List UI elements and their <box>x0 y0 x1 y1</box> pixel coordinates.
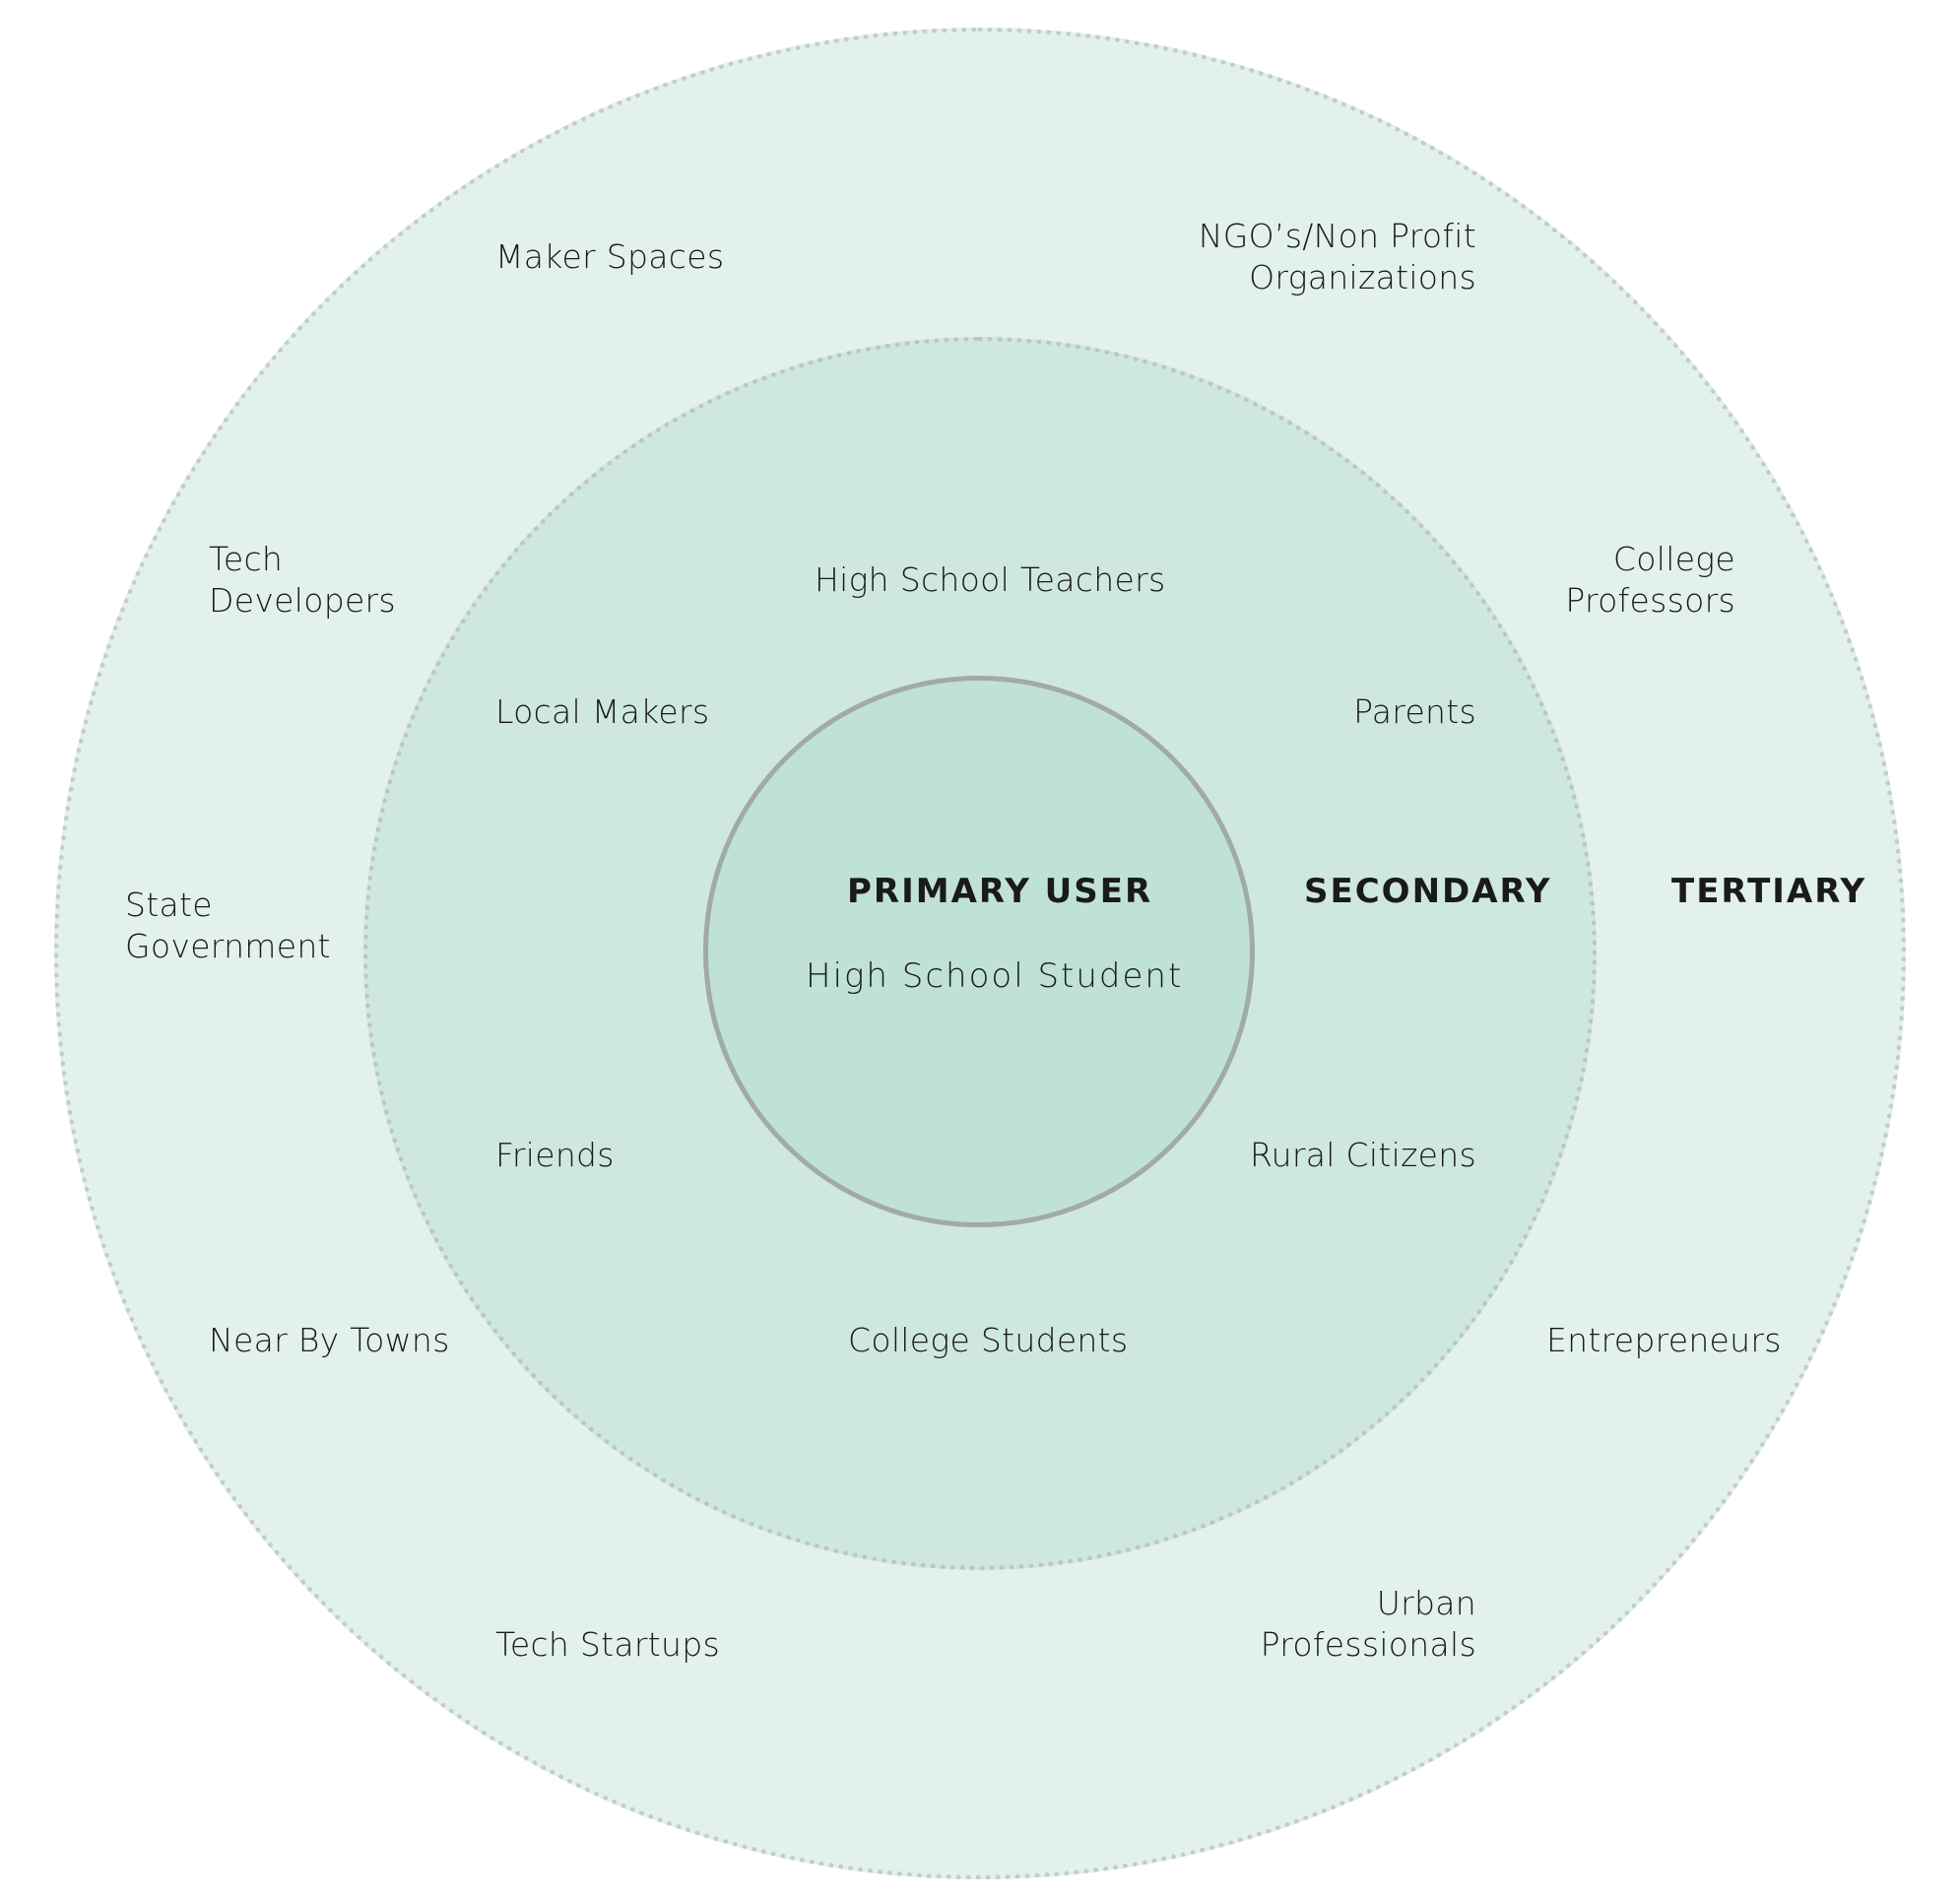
secondary-item-parents: Parents <box>1353 692 1476 731</box>
tertiary-item-maker-spaces: Maker Spaces <box>495 237 725 276</box>
primary-heading: PRIMARY USER <box>847 872 1153 911</box>
tertiary-item-urban-professionals: Urban Professionals <box>1260 1584 1476 1664</box>
secondary-item-rural-citizens: Rural Citizens <box>1249 1136 1476 1174</box>
tertiary-item-near-by-towns: Near By Towns <box>209 1321 450 1359</box>
secondary-heading: SECONDARY <box>1304 872 1552 911</box>
secondary-item-high-school-teachers: High School Teachers <box>815 560 1166 599</box>
tertiary-item-college-professors: College Professors <box>1565 540 1735 620</box>
tertiary-item-tech-startups: Tech Startups <box>495 1625 720 1664</box>
tertiary-heading: TERTIARY <box>1671 872 1867 911</box>
secondary-item-local-makers: Local Makers <box>495 692 710 731</box>
secondary-item-college-students: College Students <box>848 1321 1129 1359</box>
primary-user-label: High School Student <box>806 956 1184 996</box>
tertiary-item-state-government: State Government <box>125 886 331 965</box>
secondary-item-friends: Friends <box>495 1136 615 1174</box>
tertiary-item-entrepreneurs: Entrepreneurs <box>1546 1321 1782 1359</box>
primary-ring <box>703 676 1255 1227</box>
tertiary-item-ngos: NGO’s/Non Profit Organizations <box>1198 217 1476 296</box>
tertiary-item-tech-developers: Tech Developers <box>209 540 396 620</box>
